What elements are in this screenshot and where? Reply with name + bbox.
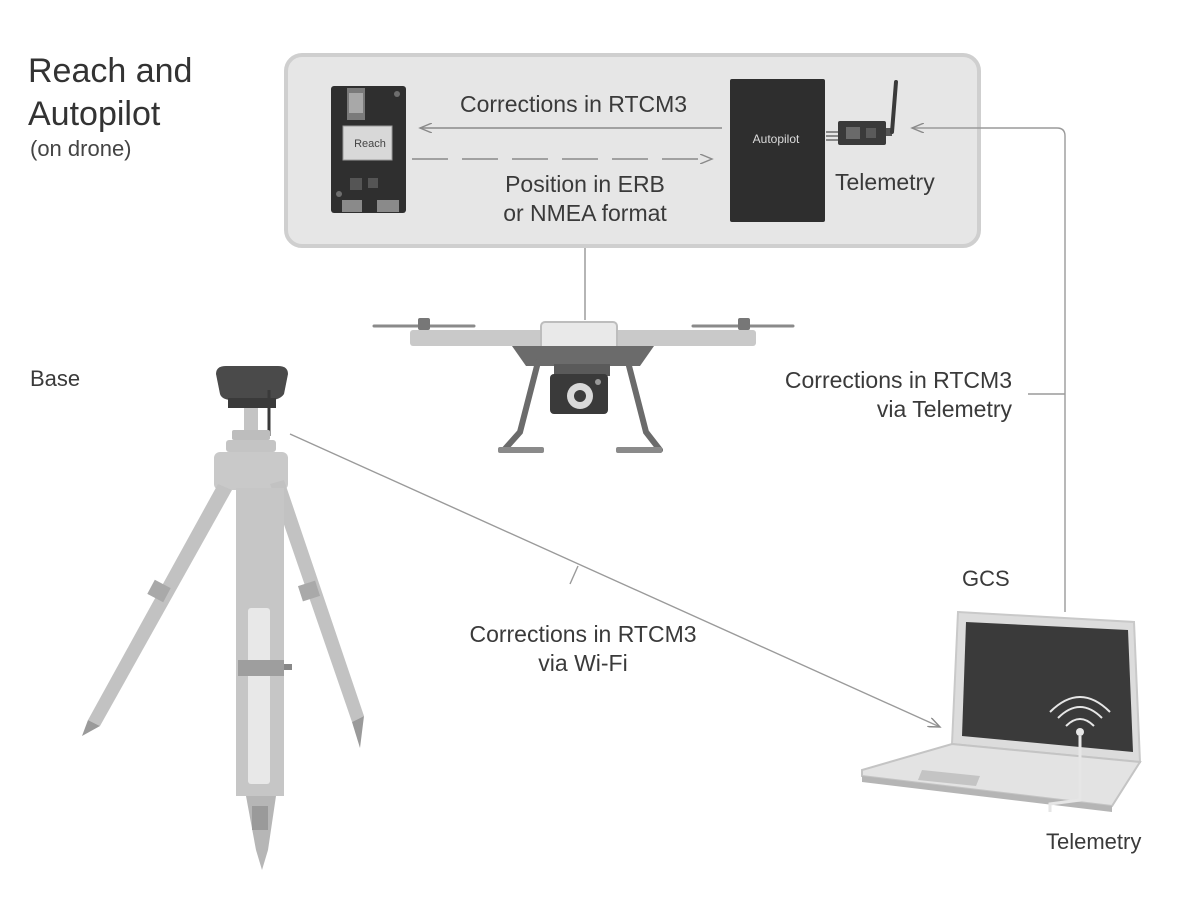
diagram-subtitle: (on drone) [30,136,132,161]
wifi-corrections-label: Corrections in RTCM3 via Wi-Fi [446,620,720,678]
laptop-icon [861,610,1142,812]
reach-module [331,86,406,213]
title-line-1: Reach and [28,52,193,90]
position-format-label: Position in ERB or NMEA format [476,170,694,228]
telemetry-radio-icon [826,80,898,145]
wifi-label-leader [569,565,579,585]
autopilot-box [730,79,825,222]
telemetry-corrections-line-2: via Telemetry [876,396,1012,422]
drone-icon [372,318,795,453]
wifi-corrections-line-2: via Wi-Fi [538,650,628,676]
base-label: Base [30,366,81,391]
telemetry-corrections-label: Corrections in RTCM3 via Telemetry [740,366,1012,424]
position-format-line-2: or NMEA format [503,200,667,226]
drone-telemetry-label: Telemetry [835,169,935,195]
diagram-title: Reach and Autopilot [28,50,192,136]
wifi-corrections-line-1: Corrections in RTCM3 [469,621,697,647]
wifi-corrections-arrow [289,433,940,727]
corrections-rtcm3-label: Corrections in RTCM3 [460,91,688,117]
base-tripod-icon [82,366,364,870]
telemetry-corrections-line-1: Corrections in RTCM3 [784,367,1012,393]
gcs-telemetry-label: Telemetry [1046,829,1142,854]
reach-module-label: Reach [354,138,386,150]
position-format-line-1: Position in ERB [505,171,665,197]
gcs-label: GCS [962,566,1010,591]
autopilot-label: Autopilot [753,132,800,146]
telemetry-corrections-path [912,128,1066,612]
title-line-2: Autopilot [28,95,161,133]
